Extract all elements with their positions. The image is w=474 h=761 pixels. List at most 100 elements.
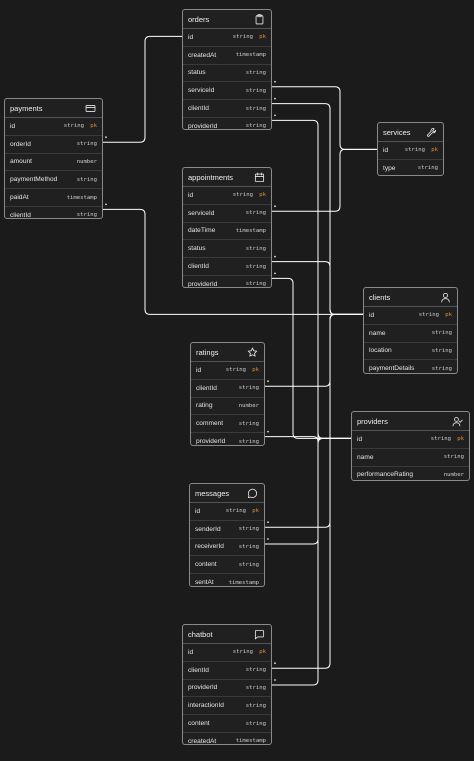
field-type: string (238, 526, 259, 533)
field-row[interactable]: clientId string (5, 207, 102, 219)
table-header[interactable]: messages (190, 484, 264, 503)
field-name: orderId (10, 140, 31, 148)
table-header[interactable]: services (378, 123, 443, 142)
field-type: string (63, 123, 84, 130)
cardinality-many-marker (105, 136, 107, 139)
field-name: receiverId (195, 543, 224, 551)
field-type: string (76, 212, 97, 219)
field-type: string (76, 141, 97, 148)
table-header[interactable]: appointments (183, 168, 271, 187)
field-type: string (418, 312, 439, 319)
relation-line (272, 261, 363, 315)
wrench-icon (427, 127, 437, 137)
primary-key-badge: pk (457, 436, 464, 443)
field-name: paidAt (10, 194, 29, 202)
field-name: id (196, 366, 202, 374)
field-name: createdAt (188, 737, 217, 745)
field-row[interactable]: orderId string (5, 136, 102, 154)
credit-card-icon (85, 104, 96, 112)
relation-line (272, 86, 377, 150)
field-type: string (245, 720, 266, 727)
field-name: performanceRating (357, 471, 414, 479)
table-header[interactable]: ratings (191, 343, 264, 362)
field-name: id (188, 648, 194, 656)
field-name: id (188, 33, 194, 41)
relation-line (272, 437, 351, 686)
table-header[interactable]: chatbot (183, 625, 271, 644)
cardinality-many-marker (274, 662, 276, 665)
table-header[interactable]: orders (183, 10, 271, 29)
field-type: string (245, 702, 266, 709)
relation-line (265, 437, 351, 545)
primary-key-badge: pk (259, 192, 266, 199)
field-name: clientId (188, 263, 209, 271)
field-name: providerId (188, 122, 218, 130)
field-name: id (188, 191, 194, 199)
field-type: string (443, 454, 464, 461)
cardinality-many-marker (274, 255, 276, 258)
field-type: string (232, 649, 253, 656)
relation-line (265, 433, 351, 442)
field-type: string (245, 69, 266, 76)
table-header[interactable]: providers (352, 412, 469, 431)
field-name: comment (196, 420, 224, 428)
table-header[interactable]: clients (364, 288, 457, 307)
table-header[interactable]: payments (5, 99, 102, 118)
field-name: clientId (10, 211, 31, 219)
clipboard-icon (255, 13, 264, 24)
field-name: content (195, 561, 217, 569)
cardinality-many-marker (274, 114, 276, 117)
